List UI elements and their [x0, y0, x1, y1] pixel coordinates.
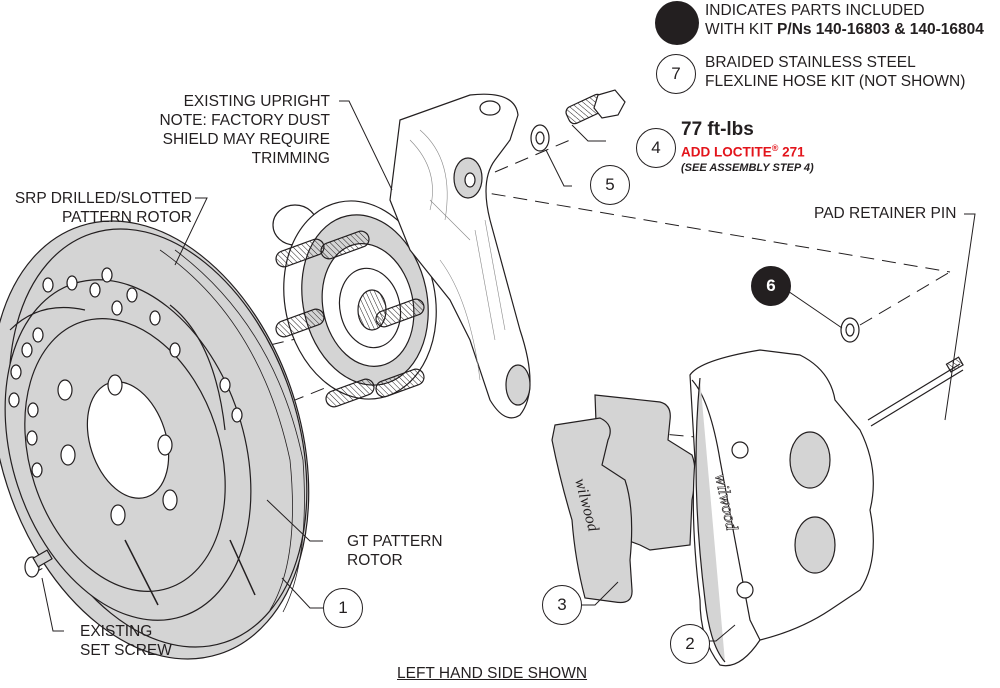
torque-spec: 77 ft-lbs ADD LOCTITE® 271 (SEE ASSEMBLY…: [681, 120, 814, 175]
callout-1-rotor: 1: [323, 588, 363, 628]
callout-2-caliper: 2: [670, 624, 710, 664]
hub-drawing: [272, 200, 437, 408]
included-parts-legend-dot: [655, 1, 699, 45]
footer-note: LEFT HAND SIDE SHOWN: [397, 665, 588, 682]
legend-included-line1: INDICATES PARTS INCLUDED: [705, 2, 925, 19]
upright-label: EXISTING UPRIGHT NOTE: FACTORY DUST SHIE…: [159, 93, 330, 167]
shim-washer-drawing: [840, 317, 860, 343]
callout-5-washer: 5: [590, 165, 630, 205]
callout-4-mounting-bolt: 4: [636, 128, 676, 168]
legend-included-text: INDICATES PARTS INCLUDED WITH KIT P/Ns 1…: [705, 1, 984, 39]
legend-included-line2: WITH KIT P/Ns 140-16803 & 140-16804: [705, 21, 984, 38]
callout-3-brake-pads: 3: [542, 585, 582, 625]
set-screw-label: EXISTING SET SCREW: [80, 623, 172, 659]
mounting-bolt-drawing: [565, 89, 626, 125]
gt-rotor-label: GT PATTERN ROTOR: [347, 533, 443, 569]
torque-value: 77 ft-lbs: [681, 119, 754, 140]
legend-item7-text: BRAIDED STAINLESS STEEL FLEXLINE HOSE KI…: [705, 54, 966, 90]
srp-rotor-label: SRP DRILLED/SLOTTED PATTERN ROTOR: [14, 190, 192, 226]
upright-drawing: [389, 93, 531, 419]
callout-6-shim-washer: 6: [751, 266, 791, 306]
washer-drawing: [530, 124, 550, 152]
loctite-note: ADD LOCTITE® 271: [681, 143, 805, 160]
legend-callout-7: 7: [656, 54, 696, 94]
kit-part-numbers: P/Ns 140-16803 & 140-16804: [777, 21, 984, 38]
rotor-drawing: [0, 220, 310, 660]
set-screw-drawing: [24, 549, 53, 578]
assembly-step-note: (SEE ASSEMBLY STEP 4): [681, 161, 814, 174]
pad-retainer-pin-drawing: [867, 356, 964, 427]
pad-retainer-pin-label: PAD RETAINER PIN: [814, 205, 957, 222]
brake-pads-drawing: wilwood: [551, 394, 696, 604]
caliper-drawing: wilwood: [689, 349, 874, 667]
